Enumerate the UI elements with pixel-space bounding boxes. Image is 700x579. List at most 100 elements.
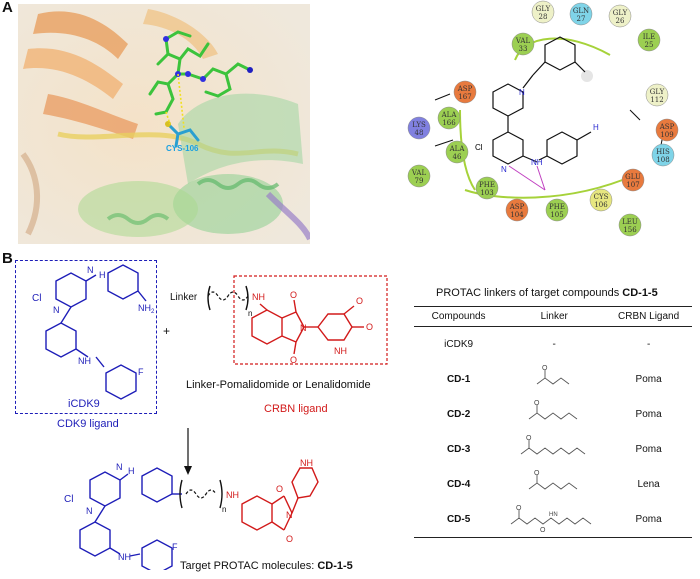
- residue-name: VAL: [515, 37, 531, 45]
- residue-name: GLY: [613, 9, 628, 17]
- cys106-label: CYS-106: [166, 144, 199, 153]
- icdk9-nh-label: H: [99, 270, 106, 280]
- residue-name: PHE: [549, 203, 565, 211]
- arrow-down-icon: [182, 428, 194, 481]
- residue-number: 107: [626, 181, 639, 189]
- linker-structure-icon: O: [536, 365, 570, 385]
- residue-number: 112: [650, 96, 663, 104]
- icdk9-f-label: F: [138, 367, 144, 377]
- crbn-cell: Poma: [605, 502, 692, 538]
- linker-cell: O: [503, 432, 605, 467]
- residue-number: 103: [480, 189, 493, 197]
- linker-caption: Linker-Pomalidomide or Lenalidomide: [186, 379, 371, 391]
- header-compounds: Compounds: [414, 307, 504, 327]
- cdk9-ligand-caption: CDK9 ligand: [57, 418, 119, 430]
- compound-cell: iCDK9: [444, 339, 474, 350]
- protein-structure-render: CYS-106: [18, 4, 310, 244]
- protac-n-subscript: n: [222, 505, 226, 514]
- pom-o-label-3: O: [356, 296, 363, 306]
- residue-name: PHE: [479, 181, 495, 189]
- pom-o-label-4: O: [366, 322, 373, 332]
- residue-number: 48: [415, 129, 424, 137]
- compound-cell: CD-1: [446, 374, 471, 385]
- residue-number: 27: [577, 15, 586, 23]
- residue-number: 106: [594, 201, 608, 209]
- residue-name: ASP: [659, 123, 675, 131]
- protac-n-label-1: N: [116, 462, 123, 472]
- residue-name: ASP: [457, 85, 473, 93]
- ligand-amine-label: H: [593, 123, 599, 132]
- pom-n-label: N: [300, 323, 307, 333]
- svg-text:O: O: [526, 435, 532, 442]
- icdk9-n-label: N: [87, 265, 94, 275]
- linker-label: Linker: [170, 292, 198, 303]
- linker-cell: O: [503, 467, 605, 502]
- residue-name: ALA: [441, 111, 458, 119]
- residue-number: 167: [458, 93, 471, 101]
- icdk9-amine-nh-label: NH: [78, 356, 91, 366]
- residue-name: VAL: [411, 169, 427, 177]
- target-protac-caption: Target PROTAC molecules: CD-1-5: [180, 560, 353, 572]
- residue-name: ASP: [509, 203, 525, 211]
- table-row: CD-1 O Poma: [414, 362, 692, 397]
- residue-name: HIS: [656, 148, 670, 156]
- pom-o-label-2: O: [290, 355, 297, 365]
- protac-amine-nh-label: NH: [118, 552, 131, 562]
- linker-structure-icon: O: [528, 400, 578, 420]
- ligand-nh-label: NH: [531, 158, 543, 167]
- crbn-cell: -: [646, 339, 651, 350]
- linker-pomalidomide-structure: Linker n NH O O N O NH O: [170, 268, 390, 368]
- protac-nh-label: H: [128, 466, 135, 476]
- compound-cell: CD-3: [446, 444, 471, 455]
- table-row: iCDK9--: [414, 327, 692, 363]
- table-row: CD-2 O Poma: [414, 397, 692, 432]
- protac-o-label-1: O: [276, 484, 283, 494]
- icdk9-structure-box: H N Cl N NH2 NH F: [15, 260, 157, 414]
- compound-cell: CD-2: [446, 409, 471, 420]
- svg-text:O: O: [534, 470, 540, 477]
- residue-number: 79: [415, 177, 424, 185]
- residue-number: 104: [510, 211, 524, 219]
- panel-a-letter: A: [2, 0, 13, 16]
- compound-cell: CD-5: [414, 502, 504, 538]
- icdk9-nh2-label: NH2: [138, 303, 155, 315]
- target-protac-structure: H N Cl N NH F n NH O O N NH: [60, 458, 320, 575]
- residue-name: GLU: [625, 173, 641, 181]
- linker-nh-label: NH: [252, 292, 265, 302]
- residue-name: CYS: [594, 193, 609, 201]
- residue-number: 33: [519, 45, 528, 53]
- protac-nh-label-2: NH: [300, 458, 313, 468]
- protac-cl-label: Cl: [64, 494, 73, 505]
- linker-structure-icon: O: [520, 435, 586, 455]
- pom-nh-label: NH: [334, 346, 347, 356]
- header-crbn: CRBN Ligand: [605, 307, 692, 327]
- table-title: PROTAC linkers of target compounds CD-1-…: [436, 287, 658, 299]
- linker-cell: O: [503, 397, 605, 432]
- crbn-cell: Poma: [635, 409, 662, 420]
- crbn-cell: Poma: [635, 374, 662, 385]
- ligand-n-label-1: N: [519, 88, 525, 97]
- svg-text:HN: HN: [549, 512, 558, 518]
- residue-name: GLY: [536, 5, 551, 13]
- plus-sign: +: [163, 324, 171, 338]
- pom-o-label-1: O: [290, 290, 297, 300]
